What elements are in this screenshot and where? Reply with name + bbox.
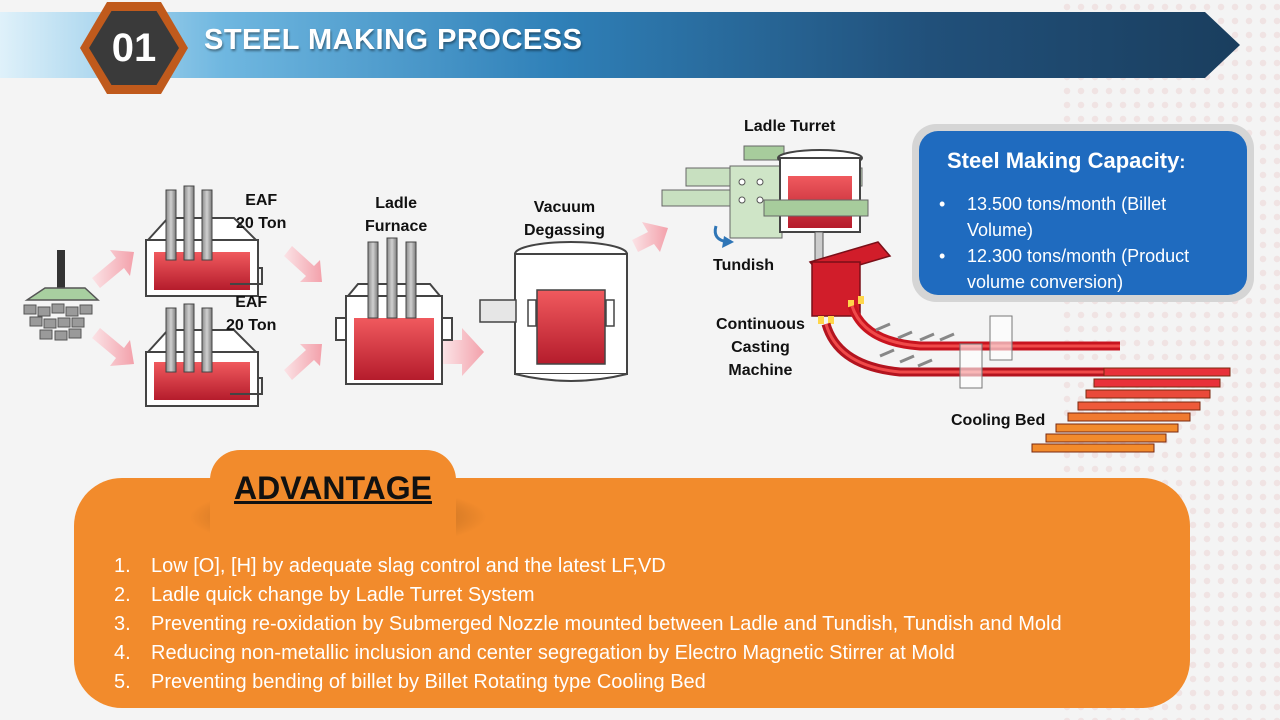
tundish-and-caster	[808, 241, 1120, 389]
eaf-furnace-2	[145, 303, 263, 407]
header-banner	[0, 12, 1240, 78]
advantage-title: ADVANTAGE	[234, 470, 432, 506]
advantage-list: 1.Low [O], [H] by adequate slag control …	[114, 552, 1062, 697]
advantage-item: 5.Preventing bending of billet by Billet…	[114, 671, 706, 693]
vacuum-degassing-vessel	[479, 241, 628, 382]
cooling-bed-label: Cooling Bed	[951, 412, 1046, 429]
flow-arrows	[92, 222, 668, 380]
capacity-item: 12.300 tons/month (Product volume conver…	[937, 243, 1227, 295]
capacity-panel-inner: Steel Making Capacity: 13.500 tons/month…	[919, 131, 1247, 295]
advantage-item: 4.Reducing non-metallic inclusion and ce…	[114, 642, 955, 664]
eaf-furnace-1	[145, 185, 263, 297]
ladle-turret-label: Ladle Turret	[744, 118, 836, 135]
capacity-panel: Steel Making Capacity: 13.500 tons/month…	[912, 124, 1254, 302]
capacity-list: 13.500 tons/month (Billet Volume) 12.300…	[937, 191, 1227, 295]
cooling-bed	[1031, 367, 1231, 453]
advantage-tab	[210, 450, 456, 550]
advantage-item: 3.Preventing re-oxidation by Submerged N…	[114, 613, 1062, 635]
scrap-charge-icon	[23, 250, 100, 341]
capacity-item: 13.500 tons/month (Billet Volume)	[937, 191, 1227, 243]
advantage-item: 2.Ladle quick change by Ladle Turret Sys…	[114, 584, 535, 606]
page-title: STEEL MAKING PROCESS	[204, 24, 583, 56]
capacity-title: Steel Making Capacity:	[947, 148, 1186, 173]
ladle-furnace	[335, 237, 453, 385]
section-number-badge: 01	[89, 11, 179, 85]
ladle-turret	[661, 145, 869, 261]
advantage-item: 1.Low [O], [H] by adequate slag control …	[114, 555, 666, 577]
tundish-label: Tundish	[713, 257, 775, 274]
